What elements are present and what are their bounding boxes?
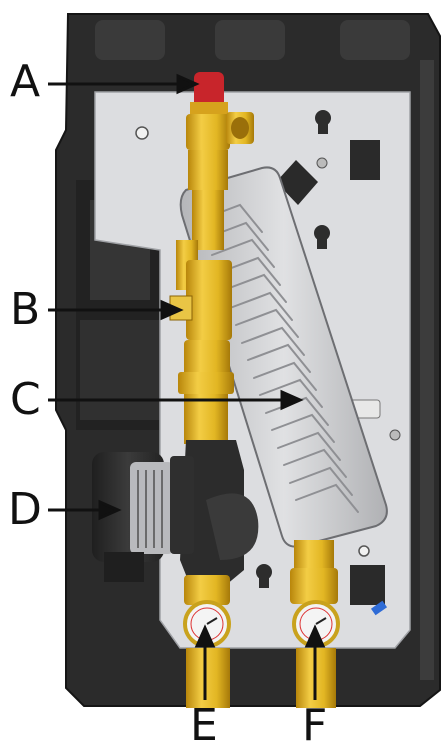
left-pipe-assembly xyxy=(169,72,254,444)
label-b: B xyxy=(10,284,41,335)
label-d: D xyxy=(8,484,42,535)
return-gauge-assembly xyxy=(183,575,231,708)
circulation-pump xyxy=(92,440,259,585)
safety-valve-cap xyxy=(194,72,224,108)
label-a: A xyxy=(10,56,41,107)
label-f: F xyxy=(302,700,328,751)
flow-gauge-assembly xyxy=(290,540,388,708)
label-e: E xyxy=(190,700,218,751)
label-c: C xyxy=(10,374,41,425)
callout-arrows xyxy=(48,73,326,700)
